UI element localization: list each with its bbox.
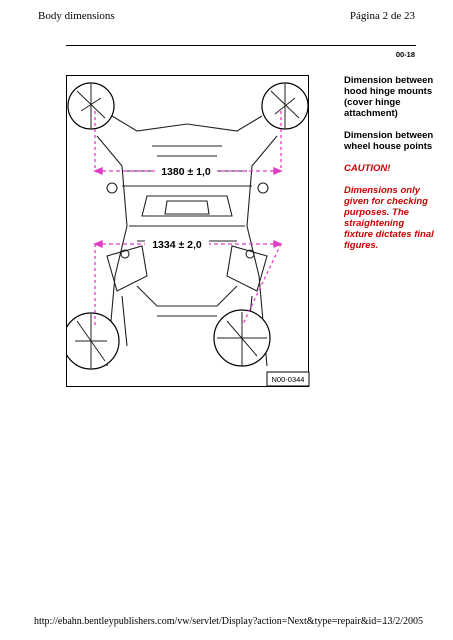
caution-text: Dimensions only given for checking purpo… [344, 185, 434, 251]
caution-heading: CAUTION! [344, 163, 391, 174]
sidebar-notes: Dimension between hood hinge mounts (cov… [344, 75, 434, 262]
vehicle-underbody-drawing: 1380 ± 1,0 1334 ± 2,0 N00-0344 [67, 82, 310, 387]
lower-dimension-label: 1334 ± 2,0 [152, 239, 202, 251]
figure-id-label: N00-0344 [272, 375, 305, 384]
body-dimensions-figure: 1380 ± 1,0 1334 ± 2,0 N00-0344 [66, 75, 310, 387]
source-url[interactable]: http://ebahn.bentleypublishers.com/vw/se… [34, 616, 390, 627]
print-date: 13/2/2005 [382, 616, 423, 627]
note-wheel-house: Dimension between wheel house points [344, 130, 434, 152]
section-code: 00-18 [395, 50, 415, 59]
upper-dimension-label: 1380 ± 1,0 [161, 166, 211, 178]
document-title: Body dimensions [38, 10, 115, 22]
header-divider [66, 45, 416, 46]
note-hood-hinge: Dimension between hood hinge mounts (cov… [344, 75, 434, 119]
page-number: Página 2 de 23 [349, 10, 415, 22]
